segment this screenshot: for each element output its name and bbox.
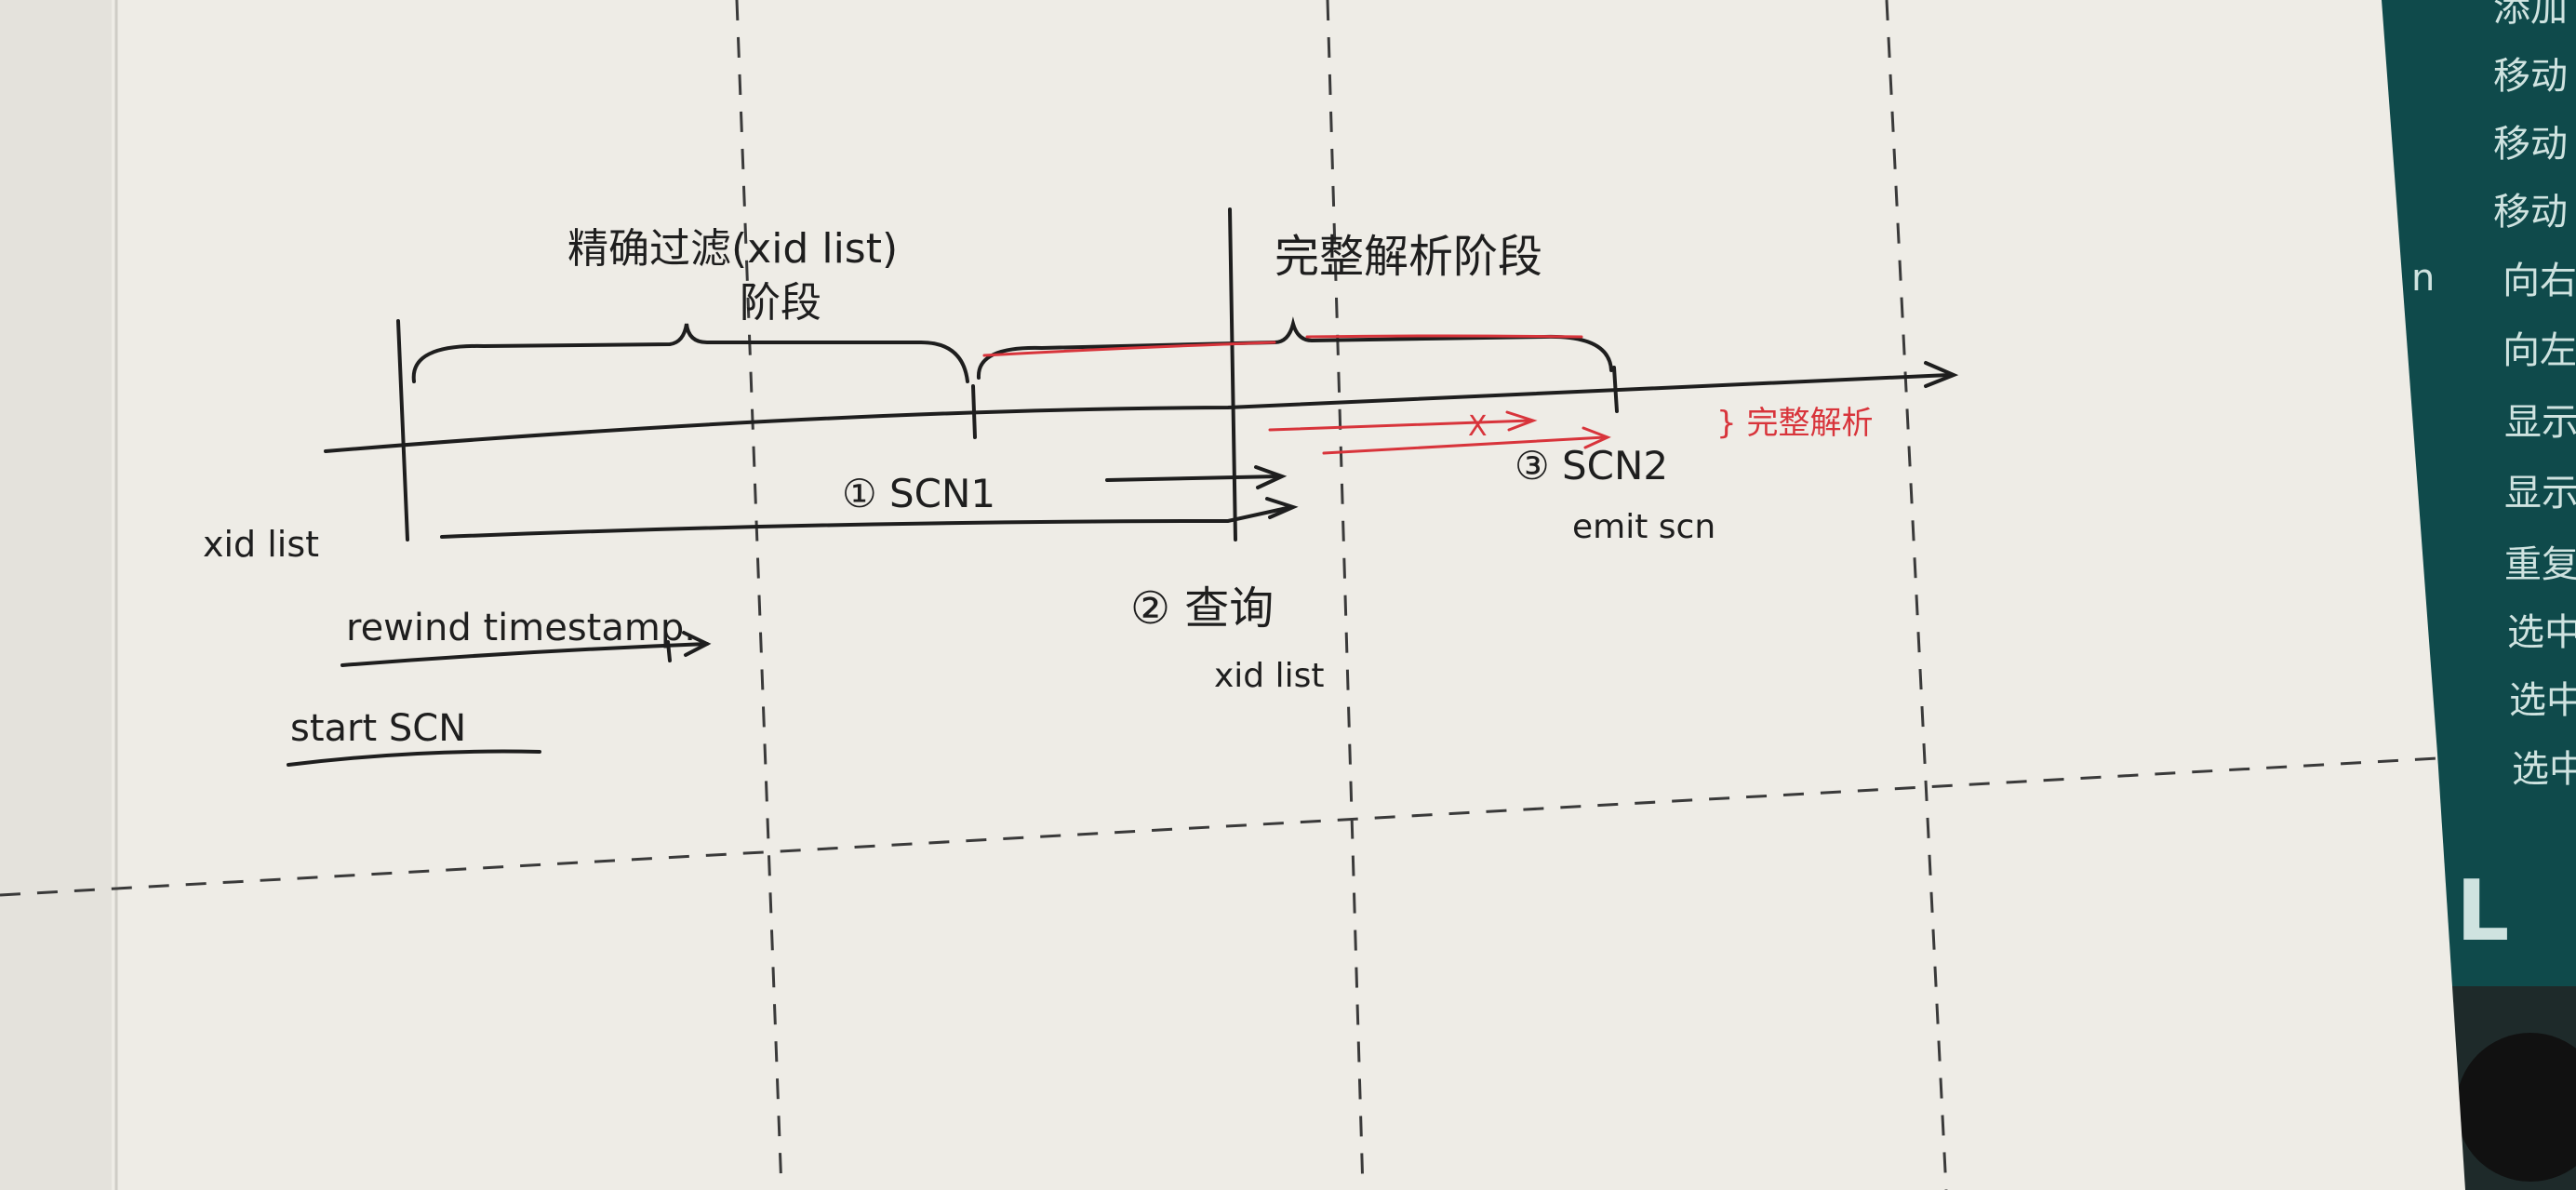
query-label: ② 查询 [1130,582,1274,635]
menu-item: 向右 [2503,260,2576,302]
timeline [287,207,1959,767]
emit-scn-label: emit scn [1572,508,1715,546]
rewind-timestamp-label: rewind timestamp. [346,607,696,649]
menu-item: 移动 [2493,123,2568,166]
menu-item: 向左 [2503,329,2576,372]
scn1-label: ① SCN1 [842,471,995,516]
full-parse-stage-label: 完整解析阶段 [1275,231,1542,283]
red-ink [982,334,1611,455]
stray-letter-n: n [2411,257,2435,300]
dashed-grid [0,0,2437,1190]
menu-item: 重复 [2504,543,2576,586]
query-sub-label: xid list [1214,657,1324,695]
screen-menu: 添加 移动 移动 移动 向右 向左 显示 显示 重复 选中 选中 选中 n L [2411,0,2576,960]
menu-item: 选中 [2507,611,2576,654]
menu-item: 移动 [2493,55,2568,98]
menu-item: 选中 [2512,748,2576,791]
stray-letter-L: L [2456,862,2509,960]
start-scn-label: start SCN [290,707,466,750]
menu-item: 显示 [2504,472,2576,515]
dark-object [2456,1033,2576,1182]
paper-sheet [112,0,2465,1190]
paper-left-page [0,0,121,1190]
scn2-label: ③ SCN2 [1515,443,1668,488]
menu-item: 添加 [2493,0,2568,30]
x-mark: X [1468,410,1488,443]
menu-item: 移动 [2493,191,2568,234]
red-annotation: } 完整解析 [1716,405,1873,442]
xid-list-label: xid list [203,524,319,565]
menu-item: 选中 [2509,679,2576,722]
filter-stage-label: 精确过滤(xid list) [567,225,898,273]
filter-stage-label-2: 阶段 [740,279,821,327]
menu-item: 显示 [2504,401,2576,444]
